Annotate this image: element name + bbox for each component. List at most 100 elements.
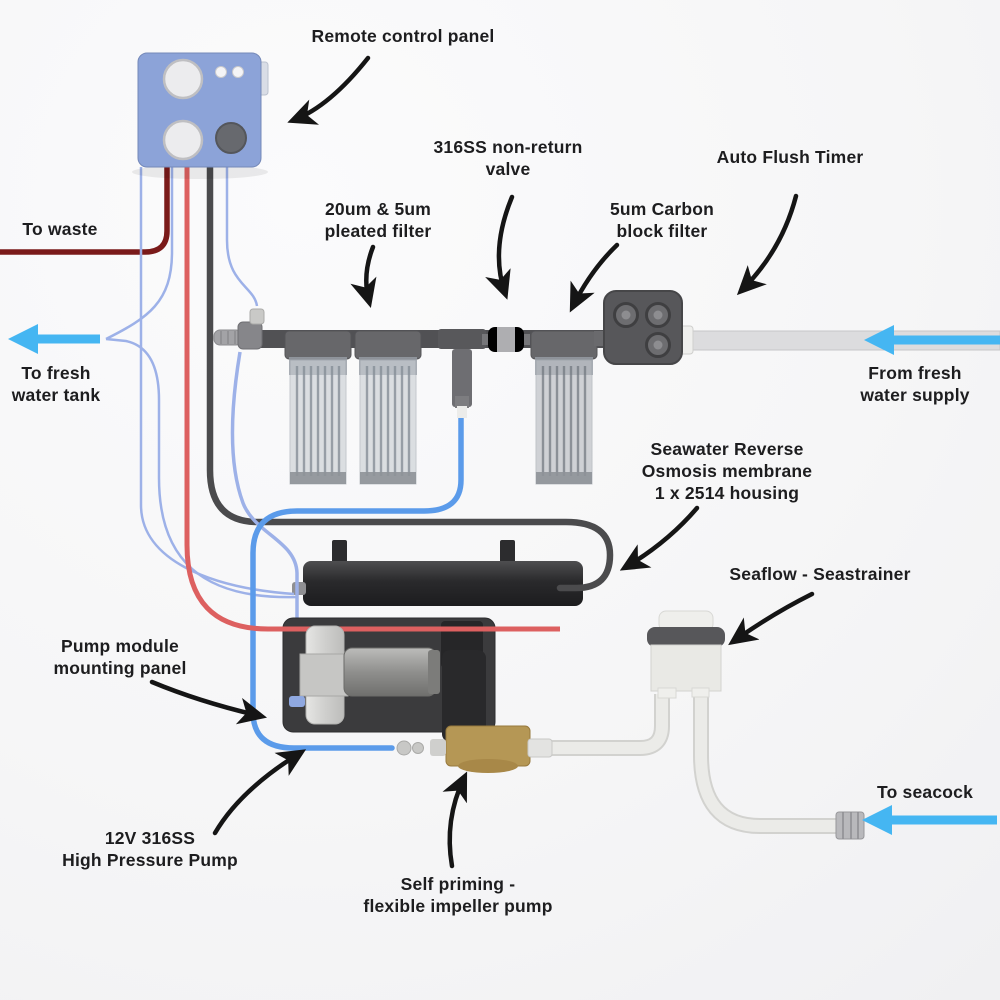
arrow-pleated-filter: [350, 244, 377, 308]
membrane-product-port: [292, 582, 306, 595]
non-return-valve: [482, 327, 530, 352]
label-line: 12V 316SS: [104, 828, 196, 848]
label-line: 5um Carbon: [609, 199, 715, 219]
panel-shadow: [132, 165, 268, 179]
arrow-head: [864, 325, 894, 355]
seacock-hose-fitting: [835, 811, 865, 840]
label-seastrainer: Seaflow - Seastrainer: [729, 563, 910, 585]
label-to-waste: To waste: [22, 218, 97, 240]
label-line: To fresh: [21, 363, 91, 383]
arrow-carbon-filter: [569, 242, 620, 313]
arrow-remote-panel: [287, 55, 371, 125]
flow-arrow-from-supply: [864, 325, 1000, 355]
timer-body: [603, 290, 683, 365]
barb-ridges: [220, 331, 236, 344]
strainer-lid-ring: [647, 627, 725, 647]
high-pressure-hose: [206, 163, 614, 592]
label-remote-control-panel: Remote control panel: [312, 25, 495, 47]
timer-port-hole: [653, 310, 663, 320]
pump-inlet-nut: [430, 739, 446, 756]
strainer-body: [650, 644, 722, 692]
filter-cap: [284, 330, 352, 360]
inlet-elbow: [213, 308, 265, 350]
strainer-port: [691, 687, 710, 698]
hp-pump-motor: [343, 647, 437, 697]
ro-membrane: [292, 540, 583, 606]
t-fitting-drop: [452, 349, 472, 407]
label-line: Auto Flush Timer: [716, 147, 864, 167]
label-line: Osmosis membrane: [641, 461, 813, 481]
label-auto-flush-timer: Auto Flush Timer: [717, 146, 864, 168]
t-fitting-collar: [455, 396, 469, 408]
fitting-ridges: [842, 812, 859, 839]
tube-fitting-bead: [412, 742, 424, 754]
elbow-top-fitting: [249, 308, 265, 325]
label-line: 316SS non-return: [433, 137, 583, 157]
pump-outlet-fitting: [527, 738, 553, 758]
label-line: To seacock: [876, 782, 974, 802]
carbon-core: [541, 366, 587, 476]
hp-pump-inlet-elbow: [289, 696, 305, 707]
label-line: 20um & 5um: [324, 199, 432, 219]
timer-port-hole: [653, 340, 663, 350]
t-fitting-body: [438, 329, 486, 349]
elbow-body: [237, 321, 263, 350]
panel-gauge-bottom[interactable]: [162, 119, 204, 161]
label-impeller-pump: Self priming -flexible impeller pump: [363, 873, 552, 917]
label-line: block filter: [616, 221, 708, 241]
arrow-seastrainer: [728, 591, 815, 646]
label-line: mounting panel: [53, 658, 187, 678]
tube-fitting-bead: [396, 740, 412, 756]
valve-stem: [482, 334, 490, 345]
panel-filter-wire: [225, 167, 259, 307]
panel-led-1: [215, 66, 227, 78]
sea-strainer: [647, 610, 725, 699]
t-fitting: [438, 329, 486, 418]
strainer-port: [657, 687, 677, 699]
filter-bottom: [536, 472, 592, 484]
panel-led-2: [232, 66, 244, 78]
panel-button[interactable]: [215, 122, 247, 154]
label-line: To waste: [22, 219, 98, 239]
label-line: water supply: [860, 385, 970, 405]
filter-assembly: [213, 290, 683, 485]
panel-gauge-top[interactable]: [162, 58, 204, 100]
label-line: Remote control panel: [311, 26, 495, 46]
label-line: flexible impeller pump: [363, 896, 553, 916]
panel-tank-wire: [105, 167, 174, 341]
arrow-head: [8, 324, 38, 354]
filter-cap: [354, 330, 422, 360]
label-line: valve: [485, 159, 531, 179]
pleats: [365, 366, 411, 476]
arrow-hp-pump: [212, 749, 307, 836]
label-line: water tank: [11, 385, 101, 405]
carbon-block-filter: [530, 330, 598, 485]
arrow-auto-flush-timer: [736, 193, 799, 296]
label-to-seacock: To seacock: [877, 781, 973, 803]
t-fitting-tip: [457, 406, 467, 418]
valve-band: [497, 327, 515, 352]
label-line: Seaflow - Seastrainer: [729, 564, 911, 584]
strainer-left-pipe: [538, 694, 668, 754]
filter-bottom: [360, 472, 416, 484]
impeller-pump-motor: [442, 650, 486, 742]
pleats: [295, 366, 341, 476]
label-line: High Pressure Pump: [62, 850, 238, 870]
brass-flange: [458, 759, 518, 773]
motor-end-cap: [428, 650, 440, 694]
flow-arrow-to-tank: [8, 324, 100, 354]
seacock-pipe: [695, 694, 840, 832]
membrane-bracket: [500, 540, 515, 564]
label-line: Pump module: [61, 636, 179, 656]
pump-module: [184, 167, 560, 773]
flow-arrow-to-seacock: [862, 805, 997, 835]
membrane-bracket: [332, 540, 347, 564]
label-line: 1 x 2514 housing: [654, 483, 800, 503]
